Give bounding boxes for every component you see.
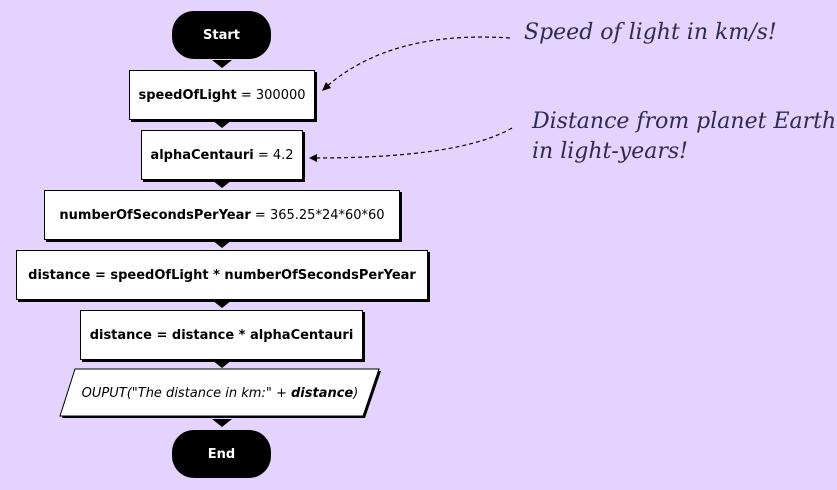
process-alpha-centauri: alphaCentauri = 4.2 <box>141 130 303 180</box>
output-var: distance <box>290 385 354 401</box>
arrow-step1 <box>212 120 232 128</box>
process-distance-calc: distance = speedOfLight * numberOfSecond… <box>16 250 428 300</box>
process-seconds-per-year: numberOfSecondsPerYear = 365.25*24*60*60 <box>44 190 400 240</box>
distance-annotation-line1: Distance from planet Earth <box>532 109 837 134</box>
output-text: OUPUT("The distance in km:" + distance) <box>60 369 380 417</box>
assign-op: = <box>253 147 273 163</box>
expr: 365.25*24*60*60 <box>269 207 385 223</box>
process-distance-multiply: distance = distance * alphaCentauri <box>80 310 363 360</box>
process-speed-of-light: speedOfLight = 300000 <box>129 70 315 120</box>
var-name: speedOfLight <box>138 87 237 103</box>
arrow-step4 <box>212 300 232 308</box>
assign-op: = <box>236 87 256 103</box>
distance-pointer <box>314 127 513 159</box>
arrow-step2 <box>212 180 232 188</box>
output-suffix: ) <box>353 385 359 401</box>
speed-annotation: Speed of light in km/s! <box>524 20 777 45</box>
distance-pointer-head <box>309 154 317 162</box>
var-name: alphaCentauri <box>150 147 254 163</box>
speed-pointer <box>324 36 511 89</box>
expr: 300000 <box>255 87 306 103</box>
output-prefix: OUPUT("The distance in km:" + <box>81 385 291 401</box>
start-node: Start <box>172 11 271 59</box>
arrow-step3 <box>212 240 232 248</box>
output-node: OUPUT("The distance in km:" + distance) <box>60 369 380 417</box>
arrow-start <box>212 60 232 68</box>
arrow-output <box>212 419 232 427</box>
end-node: End <box>172 430 271 478</box>
assign-op: = <box>250 207 270 223</box>
speed-pointer-head <box>322 82 331 91</box>
var-name: numberOfSecondsPerYear <box>59 207 251 223</box>
distance-annotation-line2: in light-years! <box>532 139 689 164</box>
output-shape <box>59 368 380 417</box>
expr: 4.2 <box>272 147 294 163</box>
distance-annotation: Distance from planet Earth in light-year… <box>532 107 836 167</box>
arrow-step5 <box>212 360 232 368</box>
